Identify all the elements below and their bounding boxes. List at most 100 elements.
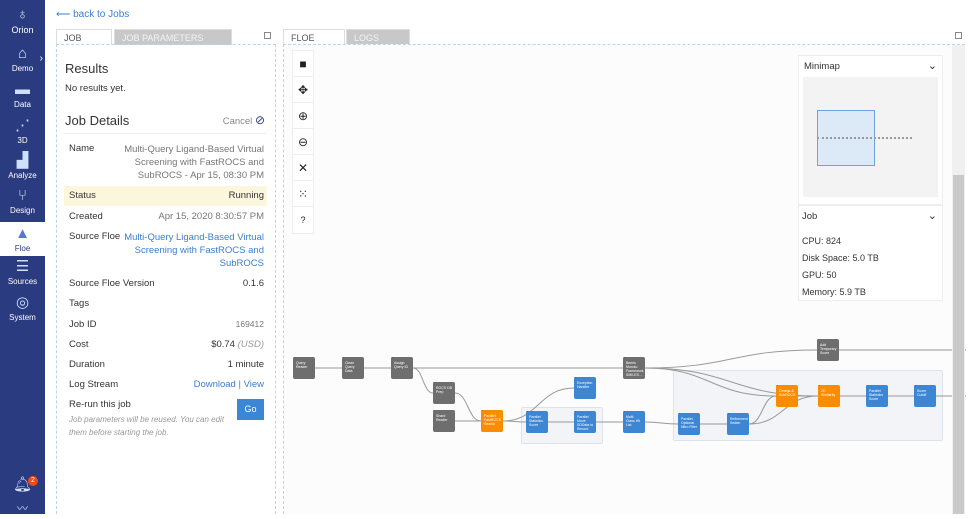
minimap-panel: Minimap ⌄ <box>798 55 943 205</box>
node-label: Add Temporary Score <box>820 343 837 355</box>
node-label: Assign Query ID <box>394 361 409 369</box>
separator: | <box>238 379 241 390</box>
notifications-button[interactable]: 🔔︎2 <box>0 476 45 495</box>
layout-icon[interactable]: ⁙ <box>293 181 313 207</box>
node-status-dot <box>574 411 576 412</box>
download-log-link[interactable]: Download <box>193 379 236 390</box>
job-resources-panel: Job ⌄ CPU: 824 Disk Space: 5.0 TB GPU: 5… <box>798 205 943 301</box>
floe-node[interactable]: Parallel Statistics Score <box>866 385 888 407</box>
node-status-dot <box>866 385 868 386</box>
floe-node[interactable]: Clean Query Data <box>342 357 364 379</box>
label: Design <box>10 206 35 215</box>
sidebar-item-data[interactable]: ▬Data <box>0 81 45 109</box>
chevron-right-icon: › <box>39 53 43 64</box>
fit-icon[interactable]: ✕ <box>293 155 313 181</box>
move-icon[interactable]: ✥ <box>293 77 313 103</box>
floe-node[interactable]: Add Temporary Score <box>817 339 839 361</box>
bar-chart-icon: ▟ <box>16 152 29 169</box>
folder-icon: ▬ <box>15 81 30 98</box>
view-log-link[interactable]: View <box>243 379 264 390</box>
floe-node[interactable]: 2D Similarity <box>818 385 840 407</box>
zoom-in-icon[interactable]: ⊕ <box>293 103 313 129</box>
maximize-icon[interactable] <box>264 32 271 39</box>
home-icon: ⌂ <box>17 45 28 62</box>
floe-node[interactable]: Omega & SubROCS <box>776 385 798 407</box>
floe-node[interactable]: Query Reader <box>293 357 315 379</box>
edge <box>839 349 966 397</box>
orion-logo[interactable]: ♁Orion <box>0 6 45 35</box>
label: Re-run this job <box>69 399 131 410</box>
sidebar-item-design[interactable]: ⑂Design <box>0 187 45 215</box>
rocket-icon: ▲ <box>15 225 30 242</box>
floe-node[interactable]: Assign Query ID <box>391 357 413 379</box>
edge <box>644 349 818 369</box>
node-status-dot <box>481 410 483 411</box>
cost-unit: (USD) <box>237 339 264 350</box>
floe-node[interactable]: Refinement Switch <box>727 413 749 435</box>
orion-icon: ♁ <box>16 6 29 23</box>
tab-logs[interactable]: LOGS <box>346 29 410 45</box>
floe-node[interactable]: Bemis Murcko Framework SMILES... <box>623 357 645 379</box>
floe-node[interactable]: Score Cutoff <box>914 385 936 407</box>
floe-node[interactable]: Multi Class Hit List <box>623 411 645 433</box>
source-floe-link[interactable]: Multi-Query Ligand-Based Virtual Screeni… <box>124 232 264 269</box>
job-details-title: Job Details <box>65 113 130 128</box>
floe-node[interactable]: Parallel FastROCS Search <box>481 410 503 432</box>
sidebar-item-analyze[interactable]: ▟Analyze <box>0 152 45 180</box>
label: Status <box>69 190 96 201</box>
cube-group <box>673 370 943 441</box>
rerun-row: Re-run this job Job parameters will be r… <box>64 399 267 437</box>
label: Source Floe Version <box>69 278 155 289</box>
node-label: Exception Handler <box>577 381 593 389</box>
floe-node[interactable]: ROCS DB Prep <box>433 382 455 404</box>
node-status-dot <box>727 413 729 414</box>
chevron-down-icon[interactable]: ⌄ <box>927 60 937 72</box>
tab-floe[interactable]: FLOE <box>283 29 345 45</box>
sidebar-item-system[interactable]: ◎System <box>0 294 45 322</box>
label: Name <box>69 143 95 154</box>
sidebar-item-3d[interactable]: ⋰3D <box>0 117 45 145</box>
edge <box>502 387 575 422</box>
label: System <box>9 313 36 322</box>
duration-row: Duration 1 minute <box>64 359 267 370</box>
floe-node[interactable]: Parallel Optional Nitro Filter <box>678 413 700 435</box>
edge <box>454 392 482 422</box>
floe-node[interactable]: Parallel Move SDData to Record <box>574 411 596 433</box>
memory-value: Memory: 5.9 TB <box>802 287 866 297</box>
sidebar-item-sources[interactable]: ☰Sources <box>0 258 45 286</box>
node-label: Parallel Move SDData to Record <box>577 415 594 431</box>
node-label: Refinement Switch <box>730 417 748 425</box>
floe-node[interactable]: Exception Handler <box>574 377 596 399</box>
tab-job[interactable]: JOB <box>56 29 112 45</box>
node-status-dot <box>914 385 916 386</box>
duration-value: 1 minute <box>227 359 264 370</box>
zoom-out-icon[interactable]: ⊖ <box>293 129 313 155</box>
minimap-view[interactable] <box>803 77 938 197</box>
label: Duration <box>69 359 105 370</box>
floe-node[interactable]: Parallel Statistics Score <box>526 411 548 433</box>
back-to-jobs-link[interactable]: ⟵ back to Jobs <box>56 9 130 20</box>
scrollbar-thumb[interactable] <box>953 175 964 514</box>
label: Floe <box>14 244 31 253</box>
go-button[interactable]: Go <box>237 399 264 420</box>
node-label: Parallel FastROCS Search <box>484 414 501 426</box>
molecule-icon: ⋰ <box>15 117 30 134</box>
floe-node[interactable]: Shard Reader <box>433 410 455 432</box>
node-label: Parallel Optional Nitro Filter <box>681 417 698 429</box>
cancel-button[interactable]: Cancel ⊘ <box>223 113 265 127</box>
stop-icon[interactable]: ■ <box>293 51 313 77</box>
activity-icon[interactable]: 〰 <box>17 503 28 515</box>
sidebar-item-demo[interactable]: ⌂Demo› <box>0 45 45 73</box>
help-icon[interactable]: ? <box>300 215 306 225</box>
chevron-down-icon[interactable]: ⌄ <box>927 210 937 222</box>
maximize-icon[interactable] <box>955 32 962 39</box>
cancel-label: Cancel <box>222 116 253 127</box>
node-status-dot <box>342 357 344 358</box>
label: Tags <box>69 298 90 309</box>
scrollbar[interactable] <box>952 45 965 514</box>
tab-job-parameters[interactable]: JOB PARAMETERS <box>114 29 232 45</box>
sidebar-item-floe[interactable]: ▲ Floe <box>0 222 45 256</box>
floe-canvas[interactable]: ■ ✥ ⊕ ⊖ ✕ ⁙ ? Minimap ⌄ Job ⌄ CPU: 824 D… <box>283 44 966 514</box>
